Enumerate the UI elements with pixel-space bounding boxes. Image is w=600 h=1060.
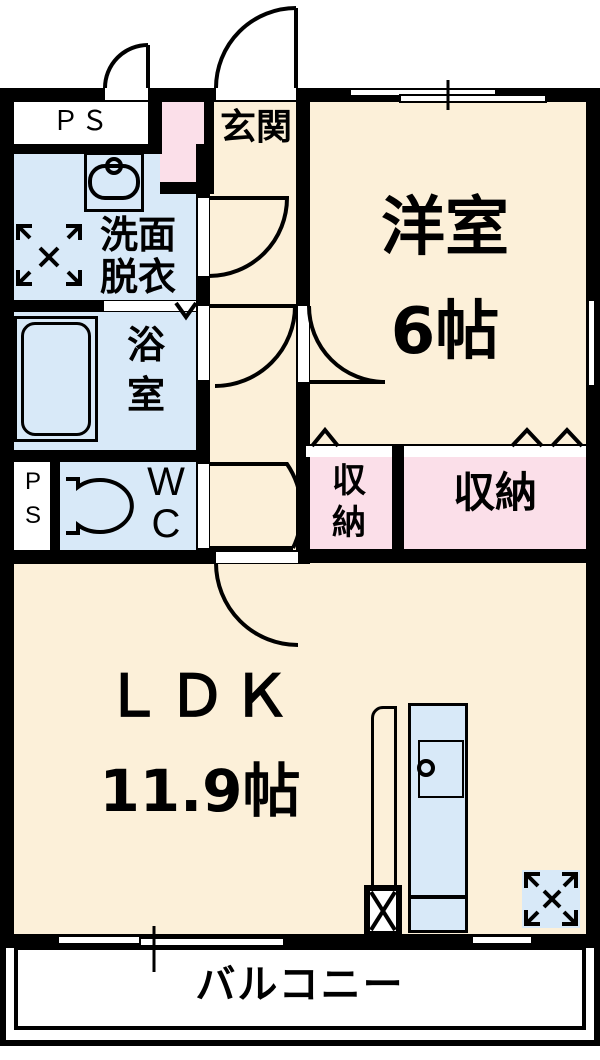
pipe-space-door-arc bbox=[103, 43, 150, 89]
stove-base-inner bbox=[370, 891, 396, 931]
bathtub-inner bbox=[21, 322, 91, 436]
toilet-label-line2: C bbox=[151, 502, 181, 546]
stove-unit bbox=[371, 706, 397, 896]
ldk-top-wall-right bbox=[296, 549, 586, 563]
balcony-label: バルコニー bbox=[195, 962, 405, 1008]
entrance-label: 玄関 bbox=[219, 107, 292, 148]
balcony-outer-edge bbox=[0, 1040, 600, 1046]
vanity-sink-box bbox=[84, 152, 144, 212]
closet-small-fill bbox=[306, 457, 392, 549]
bathroom-toilet-divider bbox=[14, 450, 196, 462]
washroom-label-line1: 洗面 bbox=[99, 213, 176, 257]
pipe-space-top-label: ＰＳ bbox=[52, 106, 110, 136]
pipe-space-top-wall-bottom bbox=[14, 144, 162, 154]
kitchen-counter-split bbox=[408, 895, 468, 899]
entrance-door-opening bbox=[216, 88, 296, 100]
ldk-label: ＬＤＫ bbox=[103, 664, 296, 729]
pipe-space-bottom-label-line1: P bbox=[24, 468, 41, 495]
ldk-size: 11.9帖 bbox=[99, 757, 301, 825]
outer-wall-right bbox=[586, 88, 600, 948]
closet-large-label: 収納 bbox=[452, 468, 537, 517]
kitchen-sink-basin bbox=[418, 740, 464, 798]
entrance-door-arc bbox=[214, 6, 298, 89]
bathroom-label-line2: 室 bbox=[126, 373, 165, 417]
pipe-space-bottom-fill bbox=[14, 460, 52, 552]
toilet-door-opening bbox=[198, 464, 209, 548]
entrance-shoebox-divider bbox=[204, 94, 214, 188]
balcony-outline bbox=[14, 946, 586, 1030]
balcony-edge-right bbox=[594, 934, 600, 1046]
outer-wall-left bbox=[0, 88, 14, 948]
air-conditioner-space-box bbox=[522, 870, 580, 928]
closet-small-door-opening bbox=[306, 446, 392, 457]
western-room-door-opening bbox=[298, 306, 309, 382]
pipe-space-top-fill bbox=[14, 100, 148, 144]
closet-large-door-opening bbox=[404, 446, 586, 457]
bathroom-door-opening bbox=[198, 306, 209, 380]
ldk-door-opening bbox=[216, 552, 298, 563]
western-room-label: 洋室 bbox=[381, 191, 509, 265]
pipe-space-door-opening bbox=[105, 88, 148, 100]
washing-machine-space-box bbox=[14, 220, 84, 290]
toilet-label-line1: W bbox=[147, 460, 185, 504]
pipe-space-bottom-label-line2: S bbox=[24, 502, 41, 529]
closet-divider-wall bbox=[392, 455, 404, 551]
washroom-door-opening bbox=[198, 198, 209, 276]
western-room-size: 6帖 bbox=[390, 295, 500, 369]
closet-small-label-line2: 納 bbox=[332, 503, 366, 543]
pipe-space-bottom-divider bbox=[50, 460, 60, 552]
pipe-space-top-wall-right bbox=[148, 94, 162, 154]
closet-small-label-line1: 収 bbox=[332, 461, 366, 501]
washroom-bathroom-opening bbox=[104, 301, 196, 311]
bathroom-label-line1: 浴 bbox=[126, 323, 165, 367]
balcony-edge-left bbox=[0, 934, 6, 1046]
closet-large-fill bbox=[402, 455, 586, 549]
washroom-label-line2: 脱衣 bbox=[99, 255, 176, 299]
